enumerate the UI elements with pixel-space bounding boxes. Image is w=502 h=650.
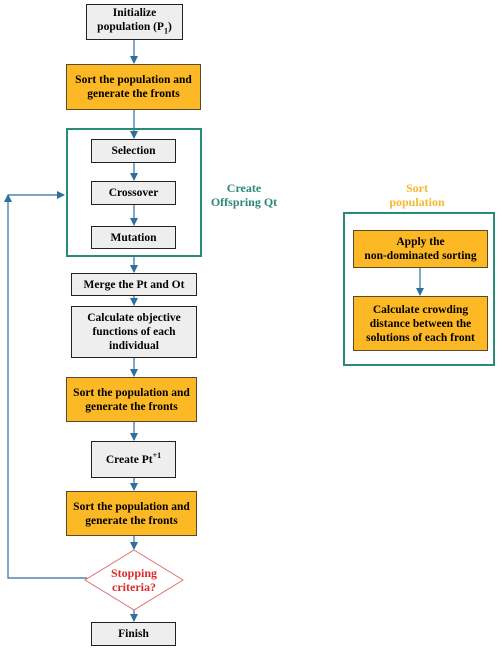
initialize-population-node: Initialize population (P1): [86, 4, 183, 40]
create-offspring-group: [66, 128, 202, 257]
sort-population-group: [343, 212, 495, 366]
create-pt-node: Create Pt+1: [91, 441, 176, 478]
crossover-node: Crossover: [91, 181, 176, 205]
arrow-loop-back: [4, 194, 87, 579]
selection-node: Selection: [91, 139, 176, 163]
stopping-diamond: [84, 549, 184, 611]
merge-node: Merge the Pt and Ot: [71, 273, 197, 296]
finish-node: Finish: [91, 622, 176, 646]
mutation-node: Mutation: [91, 226, 176, 249]
